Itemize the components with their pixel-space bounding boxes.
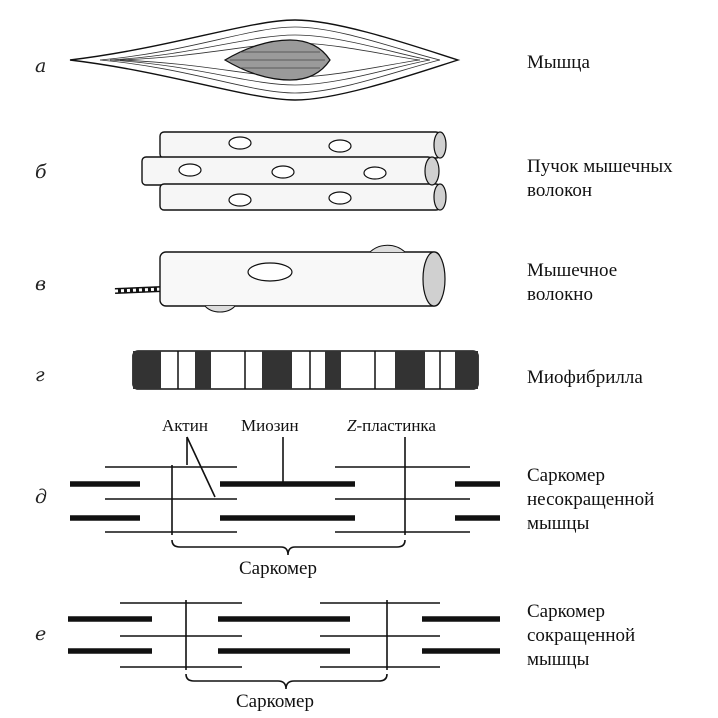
label-sarcomere-relaxed-line-3: мышцы (527, 513, 590, 534)
sarcomere-contracted-drawing: Саркомер (68, 600, 500, 712)
muscle-fiber-drawing (114, 244, 446, 313)
muscle-drawing (69, 19, 461, 101)
label-actin: Актин (162, 416, 208, 435)
label-fiber-bundle-line-2: волокон (527, 180, 592, 201)
label-muscle-fiber: Мышечное волокно (527, 260, 622, 305)
label-sarcomere-relaxed: Саркомер несокращенной мышцы (527, 465, 659, 534)
row-letter-d: д (35, 486, 47, 508)
fiber-bundle-drawing (141, 131, 447, 211)
row-letter-a: а (35, 55, 46, 77)
row-letter-v: в (35, 273, 46, 295)
label-muscle: Мышца (527, 52, 590, 73)
row-letter-b: б (35, 161, 47, 183)
label-z-disk: Z-пластинка (347, 416, 436, 435)
row-letter-e: е (35, 623, 46, 645)
label-z-disk-prefix: Z (347, 416, 357, 435)
label-fiber-bundle-line-1: Пучок мышечных (527, 156, 673, 177)
label-fiber-bundle: Пучок мышечных волокон (527, 156, 677, 201)
label-z-disk-suffix: -пластинка (356, 416, 436, 435)
row-letter-g: г (35, 364, 45, 386)
label-myofibril-line-1: Миофибрилла (527, 367, 643, 388)
sarcomere-relaxed-drawing: Саркомер (70, 436, 500, 579)
label-myofibril: Миофибрилла (527, 367, 643, 388)
label-sarcomere-contracted-brace: Саркомер (236, 691, 314, 712)
label-sarcomere-relaxed-brace: Саркомер (239, 558, 317, 579)
label-sarcomere-contracted: Саркомер сокращенной мышцы (527, 601, 640, 670)
label-muscle-fiber-line-1: Мышечное (527, 260, 617, 281)
label-sarcomere-relaxed-line-1: Саркомер (527, 465, 605, 486)
label-muscle-line-1: Мышца (527, 52, 590, 73)
label-myosin: Миозин (241, 416, 299, 435)
label-sarcomere-contracted-line-3: мышцы (527, 649, 590, 670)
myofibril-drawing (132, 350, 479, 390)
label-sarcomere-relaxed-line-2: несокращенной (527, 489, 654, 510)
label-sarcomere-contracted-line-1: Саркомер (527, 601, 605, 622)
label-muscle-fiber-line-2: волокно (527, 284, 593, 305)
label-sarcomere-contracted-line-2: сокращенной (527, 625, 635, 646)
